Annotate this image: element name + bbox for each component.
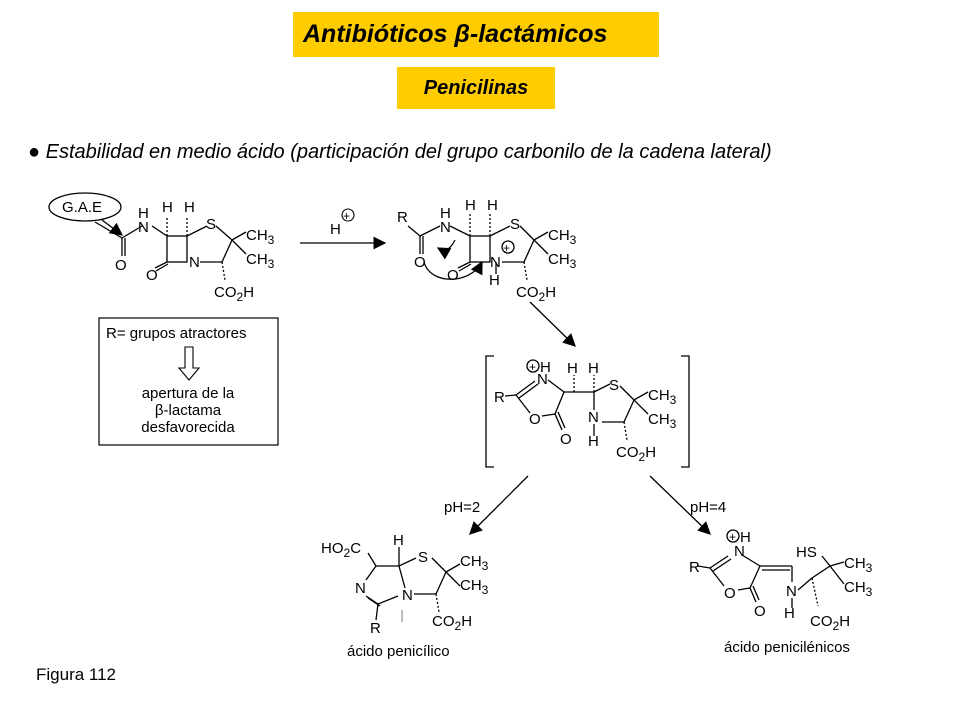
svg-text:N: N xyxy=(490,254,501,271)
svg-text:H: H xyxy=(540,359,551,376)
gae-ellipse xyxy=(48,192,122,222)
svg-text:CH3: CH3 xyxy=(648,387,677,407)
svg-text:CH3: CH3 xyxy=(246,251,275,271)
svg-text:CH3: CH3 xyxy=(460,553,489,573)
svg-text:O: O xyxy=(529,411,541,428)
svg-text:N: N xyxy=(440,219,451,236)
title-banner: Antibióticos β-lactámicos xyxy=(293,12,659,57)
svg-text:H: H xyxy=(489,272,500,289)
svg-text:H: H xyxy=(740,529,751,546)
page-title: Antibióticos β-lactámicos xyxy=(303,20,608,48)
svg-text:O: O xyxy=(414,254,426,271)
svg-text:H: H xyxy=(184,199,195,216)
svg-text:CO2H: CO2H xyxy=(616,444,656,464)
svg-text:O: O xyxy=(447,267,459,284)
svg-text:CH3: CH3 xyxy=(246,227,275,247)
svg-text:H: H xyxy=(487,197,498,214)
svg-text:+: + xyxy=(529,360,536,374)
svg-text:R: R xyxy=(370,620,381,637)
svg-text:H: H xyxy=(162,199,173,216)
product-penicilenicos-label: ácido penicilénicos xyxy=(724,639,850,656)
svg-text:+: + xyxy=(503,241,510,255)
svg-text:N: N xyxy=(355,580,366,597)
svg-text:S: S xyxy=(510,216,520,233)
note-line-4: desfavorecida xyxy=(141,419,235,436)
gae-label: G.A.E xyxy=(62,199,102,216)
ph4-label: pH=4 xyxy=(690,499,726,516)
svg-text:CH3: CH3 xyxy=(648,411,677,431)
penicillin-structure xyxy=(48,192,247,281)
reaction-arrow-2 xyxy=(529,301,576,347)
svg-text:O: O xyxy=(560,431,572,448)
svg-text:H: H xyxy=(567,360,578,377)
svg-text:CH3: CH3 xyxy=(548,251,577,271)
svg-text:O: O xyxy=(146,267,158,284)
reaction-arrow-ph4 xyxy=(649,475,711,535)
svg-text:CO2H: CO2H xyxy=(214,284,254,304)
svg-text:H: H xyxy=(588,433,599,450)
oxazolone-intermediate xyxy=(485,355,690,468)
h-plus-label: H xyxy=(330,221,341,238)
svg-text:CO2H: CO2H xyxy=(810,613,850,633)
down-arrow-icon xyxy=(177,346,201,381)
svg-text:O: O xyxy=(115,257,127,274)
page-subtitle: Penicilinas xyxy=(423,77,529,99)
subtitle-banner: Penicilinas xyxy=(397,67,555,109)
svg-text:S: S xyxy=(609,377,619,394)
svg-text:S: S xyxy=(418,549,428,566)
svg-text:+: + xyxy=(729,530,736,544)
note-line-1: R= grupos atractores xyxy=(106,325,247,342)
svg-text:H: H xyxy=(465,197,476,214)
svg-text:N: N xyxy=(537,371,548,388)
svg-text:N: N xyxy=(189,254,200,271)
svg-text:H: H xyxy=(784,605,795,622)
svg-text:H: H xyxy=(440,205,451,222)
svg-text:H: H xyxy=(393,532,404,549)
penicillic-acid-structure xyxy=(365,547,461,622)
svg-text:O: O xyxy=(754,603,766,620)
note-line-3: β-lactama xyxy=(155,402,222,419)
svg-text:CH3: CH3 xyxy=(844,579,873,599)
product-penicilico-label: ácido penicílico xyxy=(347,643,450,660)
svg-text:CH3: CH3 xyxy=(460,577,489,597)
svg-text:O: O xyxy=(724,585,736,602)
svg-text:HO2C: HO2C xyxy=(321,540,361,560)
svg-text:H: H xyxy=(588,360,599,377)
penicillenic-acid-structure xyxy=(697,529,845,608)
svg-text:N: N xyxy=(402,587,413,604)
svg-text:R: R xyxy=(397,209,408,226)
svg-text:N: N xyxy=(734,543,745,560)
svg-text:R: R xyxy=(689,559,700,576)
figure-label: Figura 112 xyxy=(36,665,117,684)
svg-text:N: N xyxy=(138,219,149,236)
svg-text:CH3: CH3 xyxy=(844,555,873,575)
svg-text:R: R xyxy=(494,389,505,406)
reaction-arrow-ph2 xyxy=(469,475,529,535)
svg-text:CH3: CH3 xyxy=(548,227,577,247)
svg-text:N: N xyxy=(588,409,599,426)
svg-text:+: + xyxy=(343,209,350,223)
svg-text:CO2H: CO2H xyxy=(516,284,556,304)
protonated-structure xyxy=(407,214,549,281)
bullet-text: ● Estabilidad en medio ácido (participac… xyxy=(28,141,772,163)
svg-text:H: H xyxy=(138,205,149,222)
svg-text:HS: HS xyxy=(796,544,817,561)
ph2-label: pH=2 xyxy=(444,499,480,516)
svg-text:N: N xyxy=(786,583,797,600)
svg-text:S: S xyxy=(206,216,216,233)
note-line-2: apertura de la xyxy=(142,385,235,402)
svg-text:CO2H: CO2H xyxy=(432,613,472,633)
note-box: R= grupos atractores apertura de la β-la… xyxy=(98,317,279,446)
